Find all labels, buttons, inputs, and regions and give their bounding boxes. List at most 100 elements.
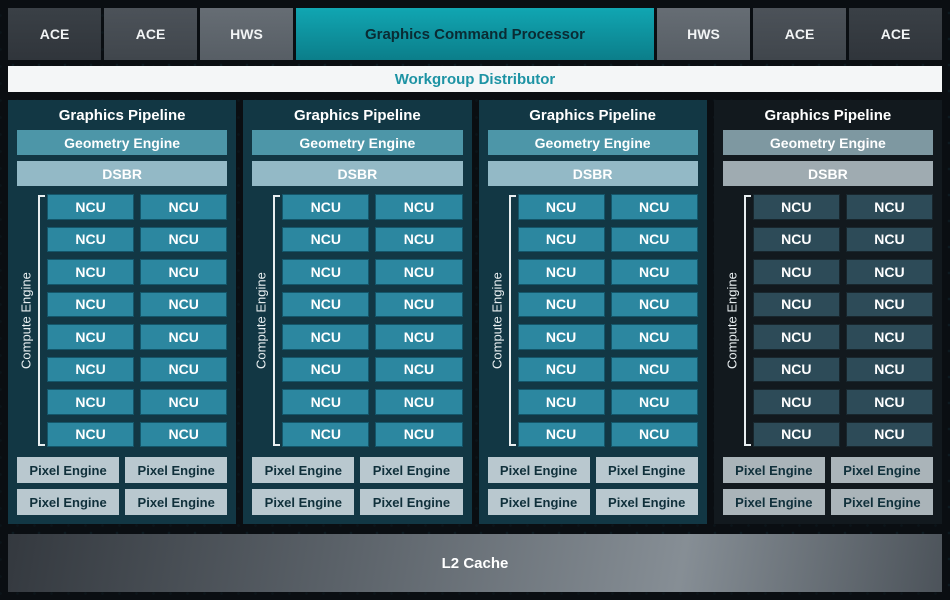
ncu-block: NCU (610, 356, 698, 382)
dsbr-block: DSBR (722, 161, 933, 186)
geometry-engine: Geometry Engine (252, 130, 463, 155)
ncu-block: NCU (375, 226, 463, 252)
ncu-block: NCU (517, 324, 605, 350)
ncu-block: NCU (375, 356, 463, 382)
ncu-block: NCU (517, 291, 605, 317)
ncu-block: NCU (845, 194, 933, 220)
ncu-block: NCU (282, 356, 370, 382)
ncu-block: NCU (375, 421, 463, 447)
ncu-block: NCU (610, 259, 698, 285)
ncu-block: NCU (845, 421, 933, 447)
ncu-block: NCU (845, 226, 933, 252)
pixel-engine-block: Pixel Engine (830, 457, 933, 483)
geometry-engine: Geometry Engine (487, 130, 698, 155)
compute-engine-bracket (743, 195, 751, 446)
compute-engine-label: Compute Engine (724, 272, 740, 369)
ncu-block: NCU (517, 389, 605, 415)
ncu-block: NCU (140, 291, 228, 317)
ncu-block: NCU (610, 421, 698, 447)
workgroup-distributor: Workgroup Distributor (8, 66, 942, 92)
ncu-block: NCU (752, 389, 840, 415)
ncu-block: NCU (610, 226, 698, 252)
ncu-block: NCU (517, 226, 605, 252)
pixel-engine-block: Pixel Engine (487, 489, 590, 515)
hws-block: HWS (200, 8, 293, 60)
ncu-block: NCU (140, 356, 228, 382)
compute-engine-label: Compute Engine (253, 272, 269, 369)
dsbr-block: DSBR (487, 161, 698, 186)
ncu-block: NCU (282, 324, 370, 350)
compute-engine-gutter: Compute Engine (17, 194, 47, 447)
ncu-block: NCU (282, 259, 370, 285)
pipeline-title: Graphics Pipeline (529, 106, 656, 124)
ncu-block: NCU (752, 194, 840, 220)
dsbr-block: DSBR (252, 161, 463, 186)
ncu-block: NCU (282, 226, 370, 252)
graphics-command-processor: Graphics Command Processor (296, 8, 654, 60)
compute-engine-label: Compute Engine (489, 272, 504, 369)
ncu-block: NCU (282, 389, 370, 415)
ncu-block: NCU (845, 356, 933, 382)
ncu-block: NCU (140, 194, 228, 220)
ncu-block: NCU (752, 421, 840, 447)
ncu-block: NCU (752, 259, 840, 285)
compute-engine-label: Compute Engine (18, 272, 34, 369)
ncu-block: NCU (517, 259, 605, 285)
compute-engine-bracket (273, 195, 281, 446)
compute-engine-gutter: Compute Engine (723, 194, 753, 447)
ncu-block: NCU (47, 356, 135, 382)
ncu-block: NCU (610, 291, 698, 317)
l2-cache: L2 Cache (8, 534, 942, 592)
ncu-block: NCU (375, 291, 463, 317)
ncu-block: NCU (282, 291, 370, 317)
pipeline-title: Graphics Pipeline (58, 106, 186, 124)
ncu-block: NCU (47, 324, 135, 350)
ncu-block: NCU (375, 324, 463, 350)
ncu-block: NCU (517, 421, 605, 447)
geometry-engine: Geometry Engine (722, 130, 933, 155)
pixel-engine-block: Pixel Engine (722, 489, 825, 515)
ncu-block: NCU (517, 194, 605, 220)
ncu-block: NCU (610, 324, 698, 350)
workgroup-distributor-label: Workgroup Distributor (394, 70, 556, 88)
ncu-block: NCU (47, 421, 135, 447)
ncu-block: NCU (282, 421, 370, 447)
pixel-engine-block: Pixel Engine (360, 457, 463, 483)
l2-cache-label: L2 Cache (441, 554, 509, 572)
ncu-block: NCU (47, 194, 135, 220)
compute-engine-gutter: Compute Engine (252, 194, 282, 447)
pixel-engine-block: Pixel Engine (252, 457, 355, 483)
ncu-block: NCU (845, 389, 933, 415)
ncu-block: NCU (47, 389, 135, 415)
pixel-engine-block: Pixel Engine (17, 457, 120, 483)
pixel-engine-block: Pixel Engine (830, 489, 933, 515)
pixel-engine-block: Pixel Engine (722, 457, 825, 483)
ncu-block: NCU (845, 324, 933, 350)
ncu-block: NCU (517, 356, 605, 382)
geometry-engine: Geometry Engine (17, 130, 228, 155)
compute-engine-bracket (508, 195, 516, 446)
pixel-engine-block: Pixel Engine (595, 489, 698, 515)
pipeline-title: Graphics Pipeline (294, 106, 421, 124)
pixel-engine-block: Pixel Engine (125, 457, 228, 483)
ncu-block: NCU (140, 389, 228, 415)
ncu-block: NCU (752, 291, 840, 317)
pixel-engine-block: Pixel Engine (595, 457, 698, 483)
